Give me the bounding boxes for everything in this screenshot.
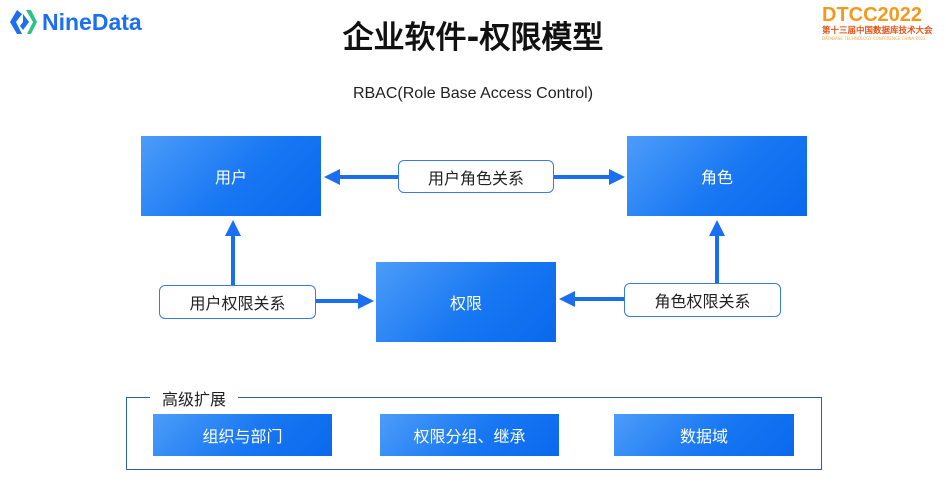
dtcc-logo: DTCC2022 第十三届中国数据库技术大会 DATABASE TECHNOLO… <box>822 4 942 41</box>
node-role: 角色 <box>627 136 807 216</box>
dtcc-logo-en: DATABASE TECHNOLOGY CONFERENCE CHINA 202… <box>822 36 926 41</box>
relation-role-permission: 角色权限关系 <box>624 283 781 317</box>
extension-item-data-domain: 数据域 <box>614 414 794 456</box>
dtcc-logo-main: DTCC2022 <box>822 4 923 26</box>
extension-frame <box>126 397 822 470</box>
dtcc-logo-sub: 第十三届中国数据库技术大会 <box>822 26 933 36</box>
ninedata-logo-icon <box>10 10 37 34</box>
logo-text: NineData <box>42 8 142 35</box>
relation-user-role: 用户角色关系 <box>398 160 554 193</box>
extension-title: 高级扩展 <box>150 386 239 410</box>
relation-user-permission: 用户权限关系 <box>159 285 316 319</box>
extension-item-permission-group: 权限分组、继承 <box>380 414 559 456</box>
page-title: 企业软件-权限模型 <box>342 20 604 56</box>
ninedata-logo: NineData <box>8 8 142 36</box>
extension-item-org: 组织与部门 <box>153 414 332 456</box>
diagram-subtitle: RBAC(Role Base Access Control) <box>352 85 594 102</box>
node-permission: 权限 <box>376 262 556 342</box>
node-user: 用户 <box>141 136 321 216</box>
